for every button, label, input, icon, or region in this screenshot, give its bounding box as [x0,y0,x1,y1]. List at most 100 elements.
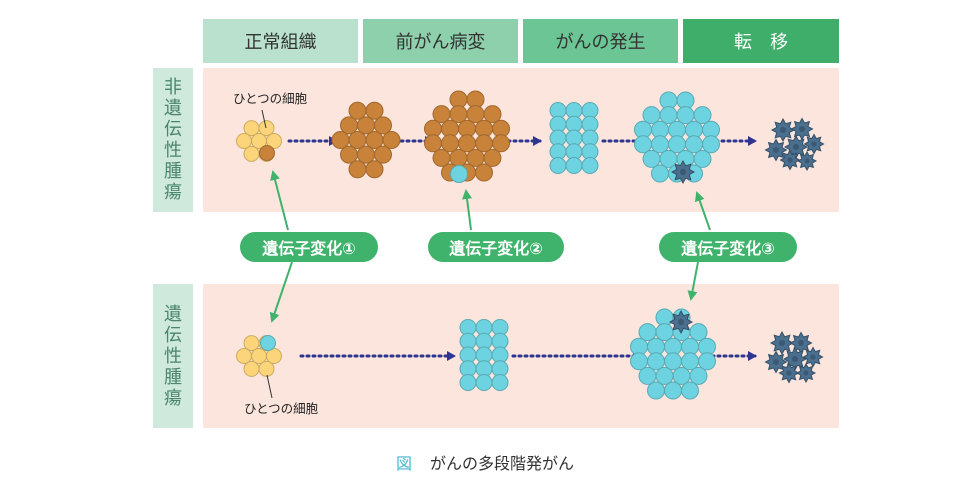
cell [638,366,657,385]
metastatic-cell-core [779,126,787,134]
row-label-char: 腫 [164,161,182,182]
metastatic-cell-core [778,339,786,347]
cell [374,145,392,164]
row-label-char: 伝 [164,119,182,140]
single-cell-label-top: ひとつの細胞 [233,91,308,106]
metastatic-cell-core [799,126,805,132]
cell [647,381,665,400]
precancer-cluster-small [331,101,401,179]
cell [449,148,468,167]
cell [475,374,493,392]
cell [365,131,384,149]
metastatic-cell-core [787,157,793,163]
single-cell-label-bottom: ひとつの細胞 [244,401,319,416]
figure-title: がんの多段階発がん [430,454,575,473]
cell [357,116,375,135]
cancer-cluster-growing [634,91,720,185]
cell [549,157,567,175]
cell [432,105,451,124]
cell [676,106,695,125]
cell [483,105,502,124]
stage-header-metastasis: 転 移 [683,19,839,63]
row-label-char: 非 [164,77,182,98]
row-label-hereditary-tumor: 遺伝性腫瘍 [153,284,193,428]
cell [651,135,669,154]
cell [331,131,350,149]
row-label-char: 腫 [164,366,182,388]
cell [382,131,401,149]
cell [638,323,657,342]
cell [642,106,661,125]
cell [685,135,703,154]
cell [655,323,674,342]
cell [651,164,669,183]
cell [466,148,485,167]
cell [693,106,712,125]
metastatic-cell-core [811,141,817,147]
cell [642,149,661,168]
cancer-cluster [549,101,599,175]
cell [449,105,468,124]
cell [340,116,358,135]
mutation-arrow [687,261,699,301]
mutation-arrow [270,170,289,231]
stage-header-normal-tissue: 正常組織 [203,19,358,63]
mutation-badge-1: 遺伝子変化① [240,232,378,262]
cell [655,366,674,385]
metastatic-cell-core [810,354,816,360]
cell [668,135,686,154]
cell [581,157,599,175]
mutation-arrow [462,189,472,231]
mutation-badge-2: 遺伝子変化② [428,232,564,262]
mutated-cell [260,335,276,351]
cell [492,134,510,153]
cell [659,106,678,125]
single-cell-cluster-normal [236,120,282,162]
cell [365,101,384,120]
row-label-char: 性 [164,345,182,367]
row-label-char: 性 [164,140,182,161]
cell [458,134,476,153]
precancer-cluster-large [424,90,510,183]
metastatic-cell-core [679,168,687,176]
cell-label-leader-line [261,109,267,129]
cell [659,149,678,168]
cell [672,366,691,385]
cell [491,374,509,392]
cell [702,135,720,154]
cell [432,148,451,167]
cell [689,366,708,385]
single-cell-cluster-hereditary [236,335,282,377]
cell [266,348,282,364]
cell [374,116,392,135]
cell [340,145,358,164]
cell [475,134,493,153]
cell [243,145,260,162]
cell [630,352,648,371]
cell [475,163,493,182]
figure-number: 図 [395,454,412,473]
metastatic-cell-core [803,370,809,376]
cell [348,131,367,149]
metastatic-cell-core [786,370,792,376]
mutation-arrow [694,191,711,231]
mutation-arrow [269,261,293,323]
stage-header-cancer-onset: がんの発生 [523,19,678,63]
row-label-char: 伝 [164,324,182,346]
cell [647,352,665,371]
metastatic-cell-core [791,355,799,363]
cancer-cluster-growing-hereditary [630,308,716,400]
cell [266,133,282,149]
cell [664,352,682,371]
cell [459,374,477,392]
metastasis-cluster-top [764,117,825,172]
cell [664,381,682,400]
row-label-char: 瘍 [164,182,182,203]
cancer-cell [450,165,468,183]
cell [689,323,708,342]
row-label-char: 遺 [164,303,182,325]
cell [258,120,275,137]
mutated-cell [259,145,275,161]
